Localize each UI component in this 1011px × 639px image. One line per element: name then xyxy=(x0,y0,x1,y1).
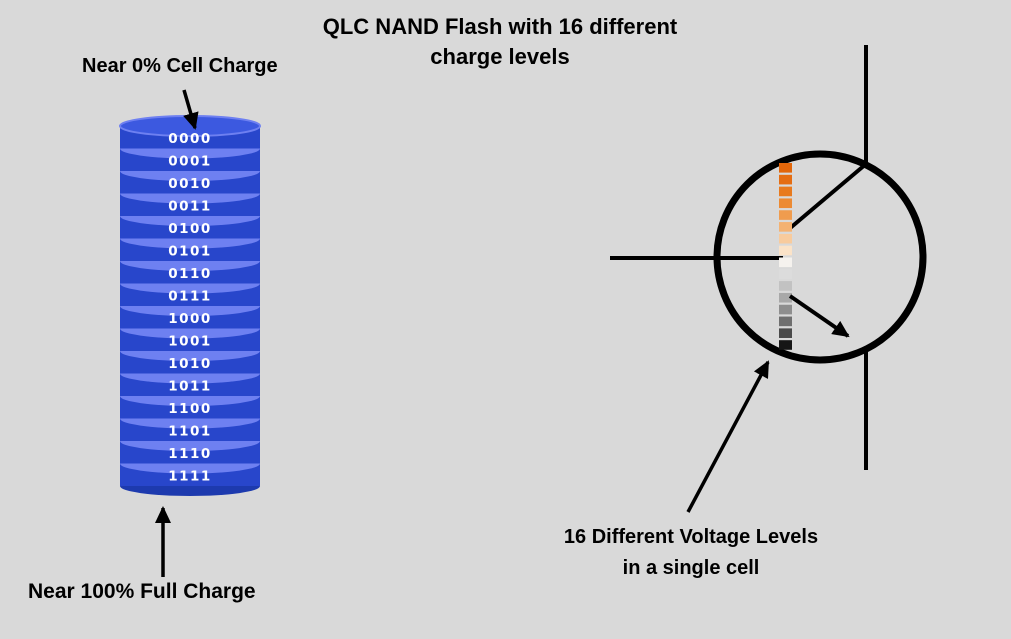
emitter-line xyxy=(788,294,850,338)
voltage-levels-label: 16 Different Voltage Levels in a single … xyxy=(491,522,891,584)
voltage-level-segment xyxy=(779,292,792,303)
voltage-level-segment xyxy=(779,198,792,209)
voltage-level-segment xyxy=(779,304,792,315)
arrow-to-voltage-bar xyxy=(686,360,770,513)
voltage-level-segment xyxy=(779,328,792,338)
charge-level-label: 1001 xyxy=(168,334,212,350)
charge-level-label: 0101 xyxy=(168,244,212,260)
charge-level-label: 1010 xyxy=(168,356,212,372)
charge-level-label: 0100 xyxy=(168,221,212,237)
charge-level-label: 0110 xyxy=(168,266,212,282)
charge-level-label: 1101 xyxy=(168,424,212,440)
charge-level-label: 1011 xyxy=(168,379,212,395)
charge-level-label: 0011 xyxy=(168,199,212,215)
left-arrows xyxy=(155,89,199,577)
charge-level-label: 1111 xyxy=(168,469,212,485)
voltage-label-line2: in a single cell xyxy=(622,557,760,579)
cylinder-discs xyxy=(119,115,261,496)
voltage-level-segment xyxy=(779,340,792,350)
diagram-title: QLC NAND Flash with 16 different charge … xyxy=(285,12,715,72)
voltage-level-segment xyxy=(779,210,792,220)
cylinder-labels: 0000 0001 0010 0011 0100 0101 0110 0111 1000 1001… xyxy=(168,131,212,485)
charge-level-label: 0001 xyxy=(168,154,212,170)
charge-level-label: 1110 xyxy=(168,446,212,462)
title-line1: QLC NAND Flash with 16 different xyxy=(322,14,678,39)
voltage-bar xyxy=(779,163,792,350)
charge-level-label: 1100 xyxy=(168,401,212,417)
voltage-level-segment xyxy=(779,245,792,256)
near-full-charge-label: Near 100% Full Charge xyxy=(28,580,256,603)
charge-level-label: 0000 xyxy=(168,131,212,147)
near-zero-charge-label: Near 0% Cell Charge xyxy=(82,55,278,77)
arrow-to-stack-top xyxy=(182,89,199,130)
transistor-symbol xyxy=(610,45,927,513)
voltage-level-segment xyxy=(779,174,792,185)
nand-cell-stack: 0000 0001 0010 0011 0100 0101 0110 0111 1000 1001… xyxy=(119,115,261,496)
charge-level-label: 0010 xyxy=(168,176,212,192)
voltage-level-segment xyxy=(779,222,792,232)
title-line2: charge levels xyxy=(430,44,570,69)
collector-line xyxy=(787,162,868,231)
voltage-level-segment xyxy=(779,281,792,291)
voltage-level-segment xyxy=(779,257,792,268)
voltage-level-segment xyxy=(779,269,792,279)
voltage-level-segment xyxy=(779,233,792,244)
voltage-level-segment xyxy=(779,163,792,173)
voltage-level-segment xyxy=(779,186,792,197)
voltage-label-line1: 16 Different Voltage Levels xyxy=(563,526,819,548)
voltage-level-segment xyxy=(779,316,792,327)
charge-level-label: 1000 xyxy=(168,311,212,327)
charge-level-label: 0111 xyxy=(168,289,212,305)
